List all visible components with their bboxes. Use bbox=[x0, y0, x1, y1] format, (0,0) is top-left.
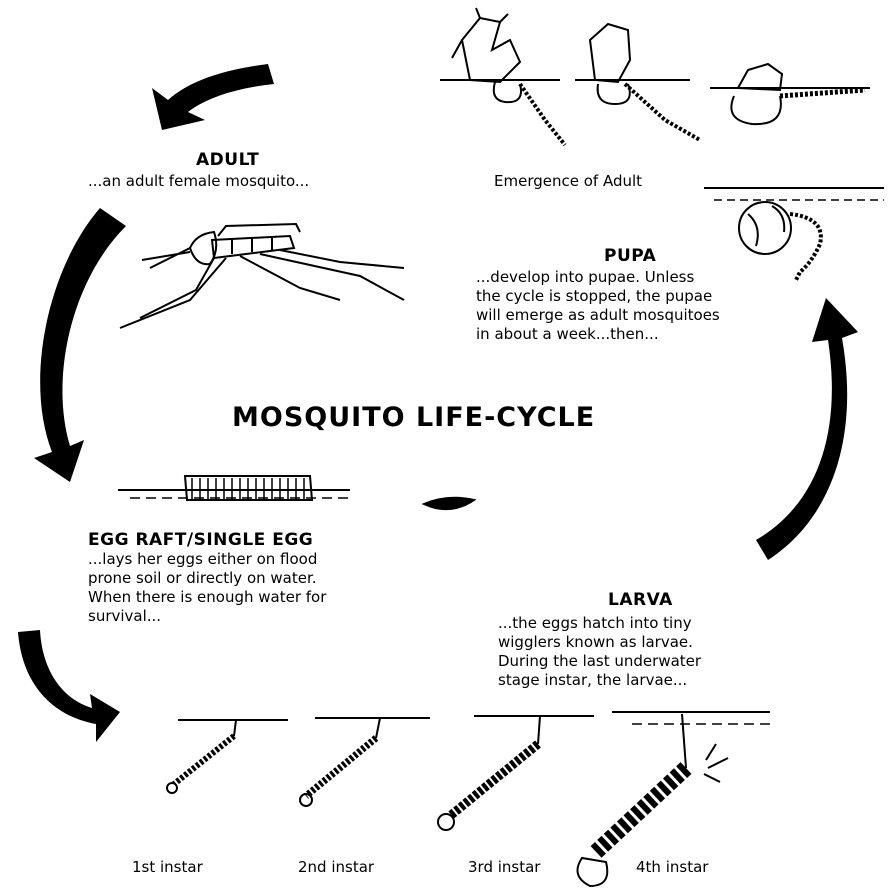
arrow-top-left bbox=[152, 64, 274, 130]
adult-text: ...an adult female mosquito... bbox=[88, 172, 309, 191]
instar-label-3: 3rd instar bbox=[468, 858, 540, 876]
arrow-right bbox=[756, 298, 858, 560]
egg-heading: EGG RAFT/SINGLE EGG bbox=[88, 530, 313, 550]
larva-text-line: stage instar, the larvae... bbox=[498, 671, 701, 690]
larva-text: ...the eggs hatch into tiny wigglers kno… bbox=[498, 614, 701, 690]
larva-heading: LARVA bbox=[608, 590, 673, 610]
instar-label-4: 4th instar bbox=[636, 858, 708, 876]
arrow-left-upper bbox=[34, 208, 126, 482]
larva-text-line: ...the eggs hatch into tiny bbox=[498, 614, 701, 633]
pupa-text-line: will emerge as adult mosquitoes bbox=[476, 306, 720, 325]
instar-label-2: 2nd instar bbox=[298, 858, 374, 876]
larva-text-line: wigglers known as larvae. bbox=[498, 633, 701, 652]
egg-text-line: survival... bbox=[88, 607, 326, 626]
pupa-illustration bbox=[704, 188, 884, 280]
egg-text-line: prone soil or directly on water. bbox=[88, 569, 326, 588]
pupa-text-line: the cycle is stopped, the pupae bbox=[476, 287, 720, 306]
adult-mosquito-illustration bbox=[120, 224, 404, 328]
egg-text: ...lays her eggs either on flood prone s… bbox=[88, 550, 326, 626]
adult-heading: ADULT bbox=[196, 150, 259, 170]
arrow-left-lower bbox=[18, 630, 120, 742]
egg-illustration bbox=[118, 476, 474, 509]
egg-text-line: When there is enough water for bbox=[88, 588, 326, 607]
pupa-heading: PUPA bbox=[604, 246, 656, 266]
diagram-title: MOSQUITO LIFE-CYCLE bbox=[232, 402, 595, 433]
emergence-caption: Emergence of Adult bbox=[494, 172, 642, 190]
instar-label-1: 1st instar bbox=[132, 858, 203, 876]
pupa-text: ...develop into pupae. Unless the cycle … bbox=[476, 268, 720, 344]
pupa-text-line: ...develop into pupae. Unless bbox=[476, 268, 720, 287]
larva-text-line: During the last underwater bbox=[498, 652, 701, 671]
pupa-text-line: in about a week...then... bbox=[476, 325, 720, 344]
egg-text-line: ...lays her eggs either on flood bbox=[88, 550, 326, 569]
emergence-illustration bbox=[440, 8, 870, 145]
